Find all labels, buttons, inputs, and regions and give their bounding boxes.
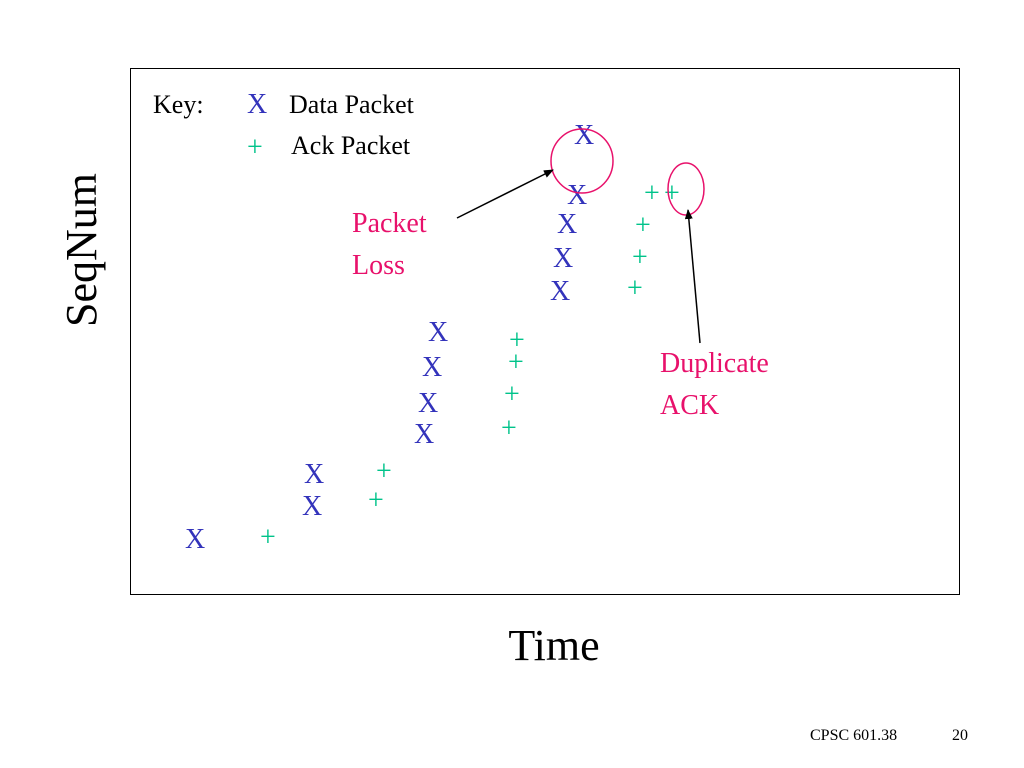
ack-packet-mark: + <box>376 456 392 487</box>
duplicate-ack-circle <box>667 162 705 216</box>
ack-packet-mark: + <box>635 210 651 241</box>
data-packet-mark: X <box>414 419 435 450</box>
ack-packet-mark: + <box>501 413 517 444</box>
packet-loss-label-line2: Loss <box>352 250 405 281</box>
packet-loss-arrow <box>456 169 554 219</box>
ack-packet-mark: + <box>368 485 384 516</box>
data-packet-mark: X <box>567 180 588 211</box>
footer-page-number: 20 <box>952 727 968 744</box>
data-packet-mark: X <box>553 243 574 274</box>
plot-area <box>130 68 960 595</box>
ack-packet-mark: + <box>260 522 276 553</box>
key-data-symbol: X <box>247 89 268 120</box>
data-packet-mark: X <box>185 524 206 555</box>
key-title: Key: <box>153 90 204 119</box>
key-data-label: Data Packet <box>289 90 414 119</box>
data-packet-mark: X <box>304 459 325 490</box>
duplicate-ack-label-line1: Duplicate <box>660 348 769 379</box>
data-packet-mark: X <box>302 491 323 522</box>
ack-packet-mark: + <box>632 242 648 273</box>
duplicate-ack-arrow <box>684 209 701 344</box>
data-packet-mark: X <box>550 276 571 307</box>
data-packet-mark: X <box>418 388 439 419</box>
footer-course: CPSC 601.38 <box>810 727 898 744</box>
packet-loss-circle <box>550 128 614 194</box>
x-axis-label: Time <box>508 621 600 670</box>
packet-loss-label-line1: Packet <box>352 208 427 239</box>
ack-packet-mark: + <box>508 347 524 378</box>
ack-packet-mark: + <box>504 379 520 410</box>
key-ack-symbol: + <box>247 132 263 163</box>
ack-packet-mark: + <box>509 325 525 356</box>
ack-packet-mark: + <box>627 273 643 304</box>
data-packet-mark: X <box>422 352 443 383</box>
ack-packet-mark: + <box>644 178 660 209</box>
data-packet-mark: X <box>428 317 449 348</box>
key-ack-label: Ack Packet <box>291 131 411 160</box>
data-packet-mark: X <box>557 209 578 240</box>
duplicate-ack-label-line2: ACK <box>660 390 720 421</box>
